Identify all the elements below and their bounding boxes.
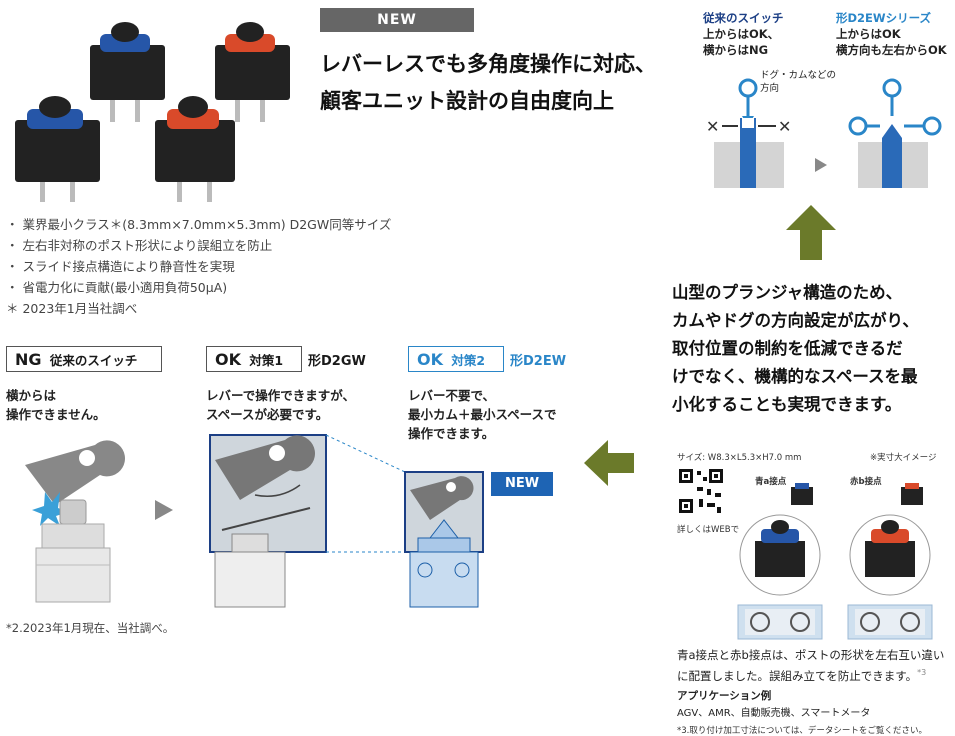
ng-label: NG 従来のスイッチ	[6, 346, 162, 372]
ok2-tag: 対策2	[451, 353, 486, 368]
diagram-right-line: 上からはOK	[836, 27, 901, 41]
app-title: アプリケーション例	[677, 690, 772, 702]
ok2-desc-line: 操作できます。	[408, 426, 495, 441]
red-contact-label: 赤b接点	[850, 477, 882, 487]
svg-text:✕: ✕	[778, 117, 791, 136]
arrow-right-icon	[155, 500, 173, 520]
product-photos	[15, 22, 290, 202]
headline: レバーレスでも多角度操作に対応、 顧客ユニット設計の自由度向上	[320, 46, 656, 120]
ok2-desc-line: 最小カム＋最小スペースで	[408, 407, 557, 422]
app-list: AGV、AMR、自動販売機、スマートメータ	[677, 708, 871, 719]
ok1-label: OK 対策1	[206, 346, 302, 372]
diagram-left-text: 従来のスイッチ 上からはOK、 横からはNG	[703, 10, 784, 58]
arrow-left-icon	[584, 440, 634, 486]
feature-item: ＊ 2023年1月当社調べ	[6, 301, 138, 316]
ng-badge: NG	[15, 350, 42, 369]
arrow-up-icon	[786, 205, 836, 260]
switch-red-2	[155, 96, 235, 202]
ok1-switch-illustration	[209, 434, 327, 608]
plunger-line: けでなく、機構的なスペースを最	[672, 367, 918, 386]
diagram-left-line: 横からはNG	[703, 43, 769, 57]
contact-note-line: に配置しました。誤組み立てを防止できます。	[677, 668, 918, 683]
diagram-right-line: 横方向も左右からOK	[836, 43, 947, 57]
ok2-label: OK 対策2	[408, 346, 504, 372]
headline-line-1: レバーレスでも多角度操作に対応、	[320, 52, 656, 76]
feature-item: ・ スライド接点構造により静音性を実現	[6, 259, 235, 274]
svg-text:✕: ✕	[706, 117, 719, 136]
ok1-model: 形D2GW	[308, 354, 366, 369]
comparison-footnote: *2.2023年1月現在、当社調べ。	[6, 621, 175, 635]
switch-blue-thumb	[791, 483, 813, 505]
plunger-direction-diagram: ✕ ✕	[706, 78, 942, 188]
comparison-illustrations	[25, 434, 484, 608]
diagram-annotation: ドグ・カムなどの 方向	[760, 69, 836, 95]
diagram-left-line: 上からはOK、	[703, 27, 780, 41]
switch-red-thumb	[901, 483, 923, 505]
diagram-right-title: 形D2EWシリーズ	[836, 11, 932, 25]
plunger-line: 小化することも実現できます。	[672, 395, 902, 414]
ng-desc-line: 操作できません。	[6, 407, 106, 422]
ng-desc: 横からは 操作できません。	[6, 386, 106, 424]
web-text: 詳しくはWEBで	[677, 525, 740, 535]
ok2-badge: OK	[417, 350, 443, 369]
feature-item: ・ 業界最小クラス＊(8.3mm×7.0mm×5.3mm) D2GW同等サイズ	[6, 217, 392, 232]
ok1-desc: レバーで操作できますが、 スペースが必要です。	[206, 386, 355, 424]
feature-item: ・ 省電力化に貢献(最小適用負荷50μA)	[6, 280, 228, 295]
annotation-line: ドグ・カムなどの	[760, 70, 837, 81]
feature-item: ・ 左右非対称のポスト形状により誤組立を防止	[6, 238, 273, 253]
footnote-3: *3.取り付け加工寸法については、データシートをご覧ください。	[677, 726, 927, 736]
qr-code	[677, 467, 725, 515]
ok2-model: 形D2EW	[510, 354, 567, 369]
contact-note-line: 青a接点と赤b接点は、ポストの形状を左右互い違い	[677, 648, 945, 662]
plunger-line: 取付位置の制約を低減できるだ	[672, 339, 903, 358]
contact-note: 青a接点と赤b接点は、ポストの形状を左右互い違い に配置しました。誤組み立てを防…	[677, 646, 944, 685]
new-badge-top: NEW	[320, 8, 474, 32]
ok2-desc: レバー不要で、 最小カム＋最小スペースで 操作できます。	[408, 386, 557, 443]
switch-red-1	[215, 22, 290, 122]
switch-blue-1	[90, 22, 165, 122]
blue-contact-label: 青a接点	[755, 477, 787, 487]
ok1-tag: 対策1	[249, 353, 284, 368]
ok1-desc-line: スペースが必要です。	[206, 407, 329, 422]
ng-switch-illustration	[25, 440, 125, 603]
plunger-line: カムやドグの方向設定が広がり、	[672, 311, 919, 330]
switch-blue-2	[15, 96, 100, 202]
new-badge-ok2: NEW	[491, 472, 553, 496]
ok2-switch-illustration	[404, 471, 484, 608]
contact-note-sup: *3	[917, 668, 927, 677]
contact-illustrations	[737, 483, 933, 640]
ok2-desc-line: レバー不要で、	[408, 388, 496, 403]
size-text: サイズ: W8.3×L5.3×H7.0 mm	[677, 453, 802, 463]
diagram-left-title: 従来のスイッチ	[703, 11, 784, 25]
headline-line-2: 顧客ユニット設計の自由度向上	[320, 89, 614, 113]
ok1-desc-line: レバーで操作できますが、	[206, 388, 356, 403]
diagram-right-text: 形D2EWシリーズ 上からはOK 横方向も左右からOK	[836, 10, 947, 58]
feature-list: ・ 業界最小クラス＊(8.3mm×7.0mm×5.3mm) D2GW同等サイズ …	[6, 214, 391, 319]
plunger-line: 山型のプランジャ構造のため、	[672, 283, 903, 302]
ng-title: 従来のスイッチ	[49, 353, 138, 368]
ng-desc-line: 横からは	[6, 388, 57, 403]
annotation-line: 方向	[760, 83, 780, 94]
actual-size-text: ※実寸大イメージ	[870, 453, 937, 463]
ok1-badge: OK	[215, 350, 241, 369]
plunger-description: 山型のプランジャ構造のため、 カムやドグの方向設定が広がり、 取付位置の制約を低…	[672, 279, 919, 419]
